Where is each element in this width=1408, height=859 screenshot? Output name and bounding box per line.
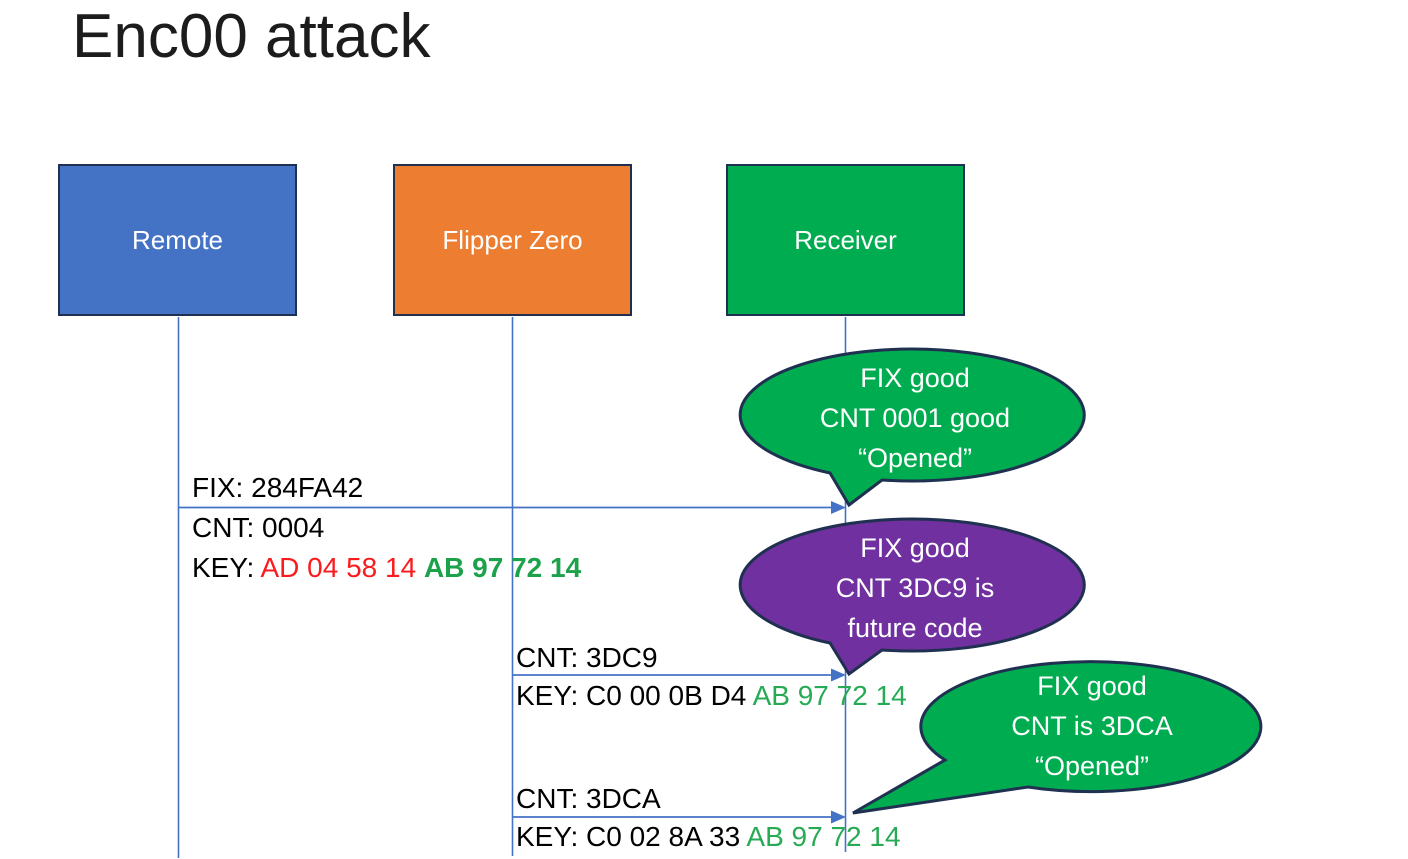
bubble-2-line-3: future code (847, 613, 983, 643)
message-2-key-green-bytes: AB 97 72 14 (752, 680, 907, 711)
message-2-key: KEY: C0 00 0B D4 AB 97 72 14 (516, 677, 907, 715)
actor-box-flipper-zero: Flipper Zero (393, 164, 632, 316)
message-arrow-2-head (831, 668, 846, 682)
speech-bubble-2-text: FIX good CNT 3DC9 is future code (765, 528, 1065, 648)
bubble-3-line-1: FIX good (1037, 671, 1147, 701)
message-3-key: KEY: C0 02 8A 33 AB 97 72 14 (516, 818, 901, 856)
message-1-key-prefix: KEY: (192, 552, 261, 583)
message-1-labels: FIX: 284FA42 CNT: 0004 KEY: AD 04 58 14 … (192, 468, 581, 588)
bubble-3-line-3: “Opened” (1034, 751, 1150, 781)
message-1-key: KEY: AD 04 58 14 AB 97 72 14 (192, 548, 581, 588)
speech-bubble-3-text: FIX good CNT is 3DCA “Opened” (942, 666, 1242, 786)
bubble-2-line-1: FIX good (860, 533, 970, 563)
speech-bubble-1 (738, 347, 1086, 508)
message-2-key-prefix: KEY: C0 00 0B D4 (516, 680, 753, 711)
actor-box-receiver: Receiver (726, 164, 965, 316)
page-title: Enc00 attack (72, 2, 431, 71)
actor-box-remote: Remote (58, 164, 297, 316)
speech-bubble-1-text: FIX good CNT 0001 good “Opened” (765, 358, 1065, 478)
message-1-fix: FIX: 284FA42 (192, 472, 364, 503)
message-3-key-prefix: KEY: C0 02 8A 33 (516, 821, 747, 852)
message-3-cnt: CNT: 3DCA (516, 783, 661, 814)
message-1-cnt: CNT: 0004 (192, 512, 325, 543)
bubble-3-line-2: CNT is 3DCA (1011, 711, 1173, 741)
actor-label-flipper-zero: Flipper Zero (442, 224, 583, 255)
bubble-1-line-3: “Opened” (857, 443, 973, 473)
bubble-1-line-1: FIX good (860, 363, 970, 393)
bubble-1-line-2: CNT 0001 good (819, 403, 1011, 433)
message-3-key-green-bytes: AB 97 72 14 (746, 821, 901, 852)
actor-label-receiver: Receiver (794, 224, 897, 255)
message-arrow-1-head (831, 501, 846, 514)
message-1-key-red-bytes: AD 04 58 14 (260, 552, 424, 583)
speech-bubble-3 (852, 660, 1263, 815)
message-arrow-3-head (831, 810, 846, 824)
bubble-2-line-2: CNT 3DC9 is (835, 573, 995, 603)
message-2-cnt: CNT: 3DC9 (516, 642, 658, 673)
message-2-labels: CNT: 3DC9 KEY: C0 00 0B D4 AB 97 72 14 (516, 639, 907, 715)
actor-label-remote: Remote (131, 224, 224, 255)
message-1-key-green-bytes: AB 97 72 14 (423, 552, 582, 583)
speech-bubble-2 (738, 517, 1086, 677)
message-3-labels: CNT: 3DCA KEY: C0 02 8A 33 AB 97 72 14 (516, 780, 901, 856)
